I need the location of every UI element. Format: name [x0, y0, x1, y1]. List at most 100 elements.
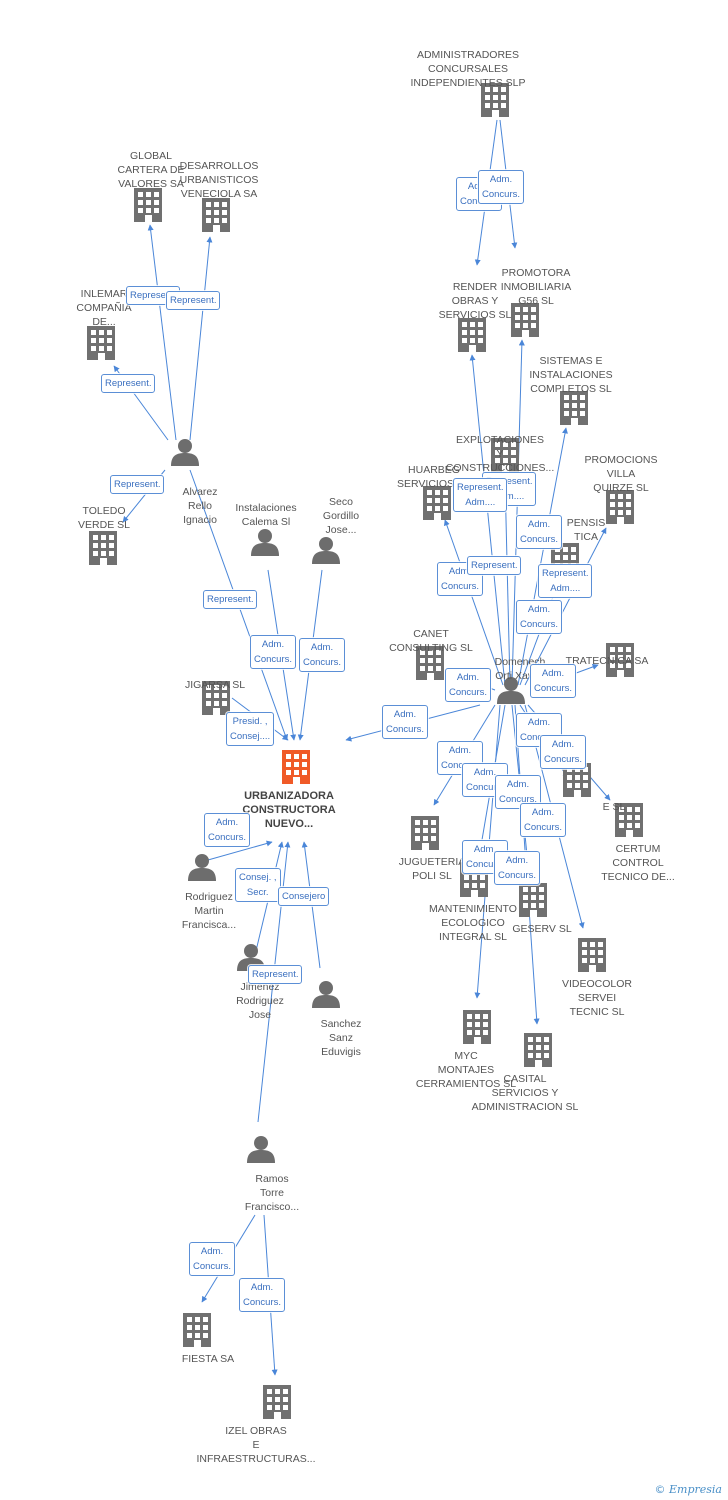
- relation-label-r2[interactable]: Adm. Concurs.: [478, 170, 525, 204]
- relation-label-r9[interactable]: Adm. Concurs.: [299, 638, 346, 672]
- node-global_cartera[interactable]: GLOBAL CARTERA DE VALORES SA: [86, 149, 216, 191]
- node-promotora[interactable]: PROMOTORA INMOBILIARIA G56 SL: [471, 266, 601, 308]
- building-icon-inlemar[interactable]: [87, 326, 115, 360]
- relation-label-r12[interactable]: Represent. Adm....: [453, 478, 508, 512]
- building-icon-fiesta[interactable]: [183, 1313, 211, 1347]
- node-casital[interactable]: CASITAL SERVICIOS Y ADMINISTRACION SL: [460, 1072, 590, 1114]
- relation-label-r19[interactable]: Adm. Concurs.: [530, 664, 577, 698]
- node-label-inlemar[interactable]: INLEMAR COMPAÑIA DE...: [76, 288, 132, 328]
- node-label-certum[interactable]: CERTUM CONTROL TECNICO DE...: [601, 843, 675, 883]
- relation-label-r31[interactable]: Consejero: [278, 887, 330, 906]
- node-label-pensis[interactable]: PENSIS TICA: [566, 517, 606, 543]
- node-alvarez[interactable]: Alvarez Rello Ignacio: [135, 485, 265, 527]
- building-icon-urbanizadora[interactable]: [282, 750, 310, 784]
- building-icon-izel[interactable]: [263, 1385, 291, 1419]
- node-urbanizadora[interactable]: URBANIZADORA CONSTRUCTORA NUEVO...: [224, 789, 354, 831]
- node-tratecnica[interactable]: TRATECNICA SA: [542, 654, 672, 668]
- relation-label-r18[interactable]: Adm. Concurs.: [445, 668, 492, 702]
- node-label-jimenez[interactable]: Jimenez Rodriguez Jose: [236, 981, 284, 1021]
- relation-label-r10[interactable]: Presid. , Consej....: [226, 712, 275, 746]
- node-label-seco_gordillo[interactable]: Seco Gordillo Jose...: [322, 496, 360, 536]
- relation-label-r33[interactable]: Adm. Concurs.: [189, 1242, 236, 1276]
- relation-label-r4[interactable]: Represent.: [166, 291, 221, 310]
- node-mantenimiento[interactable]: MANTENIMIENTO ECOLOGICO INTEGRAL SL: [408, 902, 538, 944]
- node-label-sanchez[interactable]: Sanchez Sanz Eduvigis: [320, 1018, 362, 1058]
- building-icon-myc[interactable]: [463, 1010, 491, 1044]
- node-label-explotaciones[interactable]: EXPLOTACIONES Y CONSTRUCCIONES...: [445, 434, 555, 474]
- node-ramos[interactable]: Ramos Torre Francisco...: [207, 1172, 337, 1214]
- node-jigarsa[interactable]: JIGARSA SL: [150, 678, 280, 692]
- node-label-toledo[interactable]: TOLEDO VERDE SL: [78, 505, 130, 531]
- person-icon-rodriguez_martin[interactable]: [188, 854, 216, 881]
- relation-label-r5[interactable]: Represent.: [101, 374, 156, 393]
- relation-label-r17[interactable]: Adm. Concurs.: [516, 600, 563, 634]
- relation-label-r34[interactable]: Adm. Concurs.: [239, 1278, 286, 1312]
- building-icon-toledo[interactable]: [89, 531, 117, 565]
- node-label-jigarsa[interactable]: JIGARSA SL: [184, 679, 246, 691]
- node-promociones_villa[interactable]: PROMOCIONS VILLA QUIRZE SL: [556, 453, 686, 495]
- building-icon-desarrollos[interactable]: [202, 198, 230, 232]
- node-desarrollos[interactable]: DESARROLLOS URBANISTICOS VENECIOLA SA: [154, 159, 284, 201]
- node-label-canet[interactable]: CANET CONSULTING SL: [389, 628, 473, 654]
- person-icon-seco_gordillo[interactable]: [312, 537, 340, 564]
- relation-label-r26[interactable]: Adm. Concurs.: [520, 803, 567, 837]
- building-icon-videocolor[interactable]: [578, 938, 606, 972]
- node-sanchez[interactable]: Sanchez Sanz Eduvigis: [276, 1017, 406, 1059]
- node-label-urbanizadora[interactable]: URBANIZADORA CONSTRUCTORA NUEVO...: [242, 790, 336, 830]
- node-label-geserv[interactable]: GESERV SL: [512, 923, 572, 935]
- person-icon-instalaciones_calema[interactable]: [251, 529, 279, 556]
- node-geserv[interactable]: GESERV SL: [477, 922, 607, 936]
- relation-label-r29[interactable]: Adm. Concurs.: [204, 813, 251, 847]
- node-videocolor[interactable]: VIDEOCOLOR SERVEI TECNIC SL: [532, 977, 662, 1019]
- node-label-mantenimiento[interactable]: MANTENIMIENTO ECOLOGICO INTEGRAL SL: [429, 903, 517, 943]
- node-explotaciones[interactable]: EXPLOTACIONES Y CONSTRUCCIONES...: [435, 433, 565, 475]
- node-jugueteria[interactable]: JUGUETERIA POLI SL: [367, 855, 497, 883]
- relation-label-r15[interactable]: Represent.: [467, 556, 522, 575]
- relation-label-r8[interactable]: Adm. Concurs.: [250, 635, 297, 669]
- node-label-global_cartera[interactable]: GLOBAL CARTERA DE VALORES SA: [117, 150, 185, 190]
- relation-label-r13[interactable]: Adm. Concurs.: [516, 515, 563, 549]
- building-icon-render_obras[interactable]: [458, 318, 486, 352]
- relation-label-r16[interactable]: Represent. Adm....: [538, 564, 593, 598]
- node-label-promociones_villa[interactable]: PROMOCIONS VILLA QUIRZE SL: [584, 454, 658, 494]
- building-icon-sistemas[interactable]: [560, 391, 588, 425]
- node-izel[interactable]: IZEL OBRAS E INFRAESTRUCTURAS...: [191, 1424, 321, 1466]
- node-label-casital[interactable]: CASITAL SERVICIOS Y ADMINISTRACION SL: [471, 1073, 579, 1113]
- node-label-render_obras[interactable]: RENDER OBRAS Y SERVICIOS SL: [438, 281, 512, 321]
- person-icon-ramos[interactable]: [247, 1136, 275, 1163]
- node-label-videocolor[interactable]: VIDEOCOLOR SERVEI TECNIC SL: [561, 978, 632, 1018]
- node-rodriguez_martin[interactable]: Rodriguez Martin Francisca...: [144, 890, 274, 932]
- node-label-fiesta[interactable]: FIESTA SA: [181, 1353, 235, 1365]
- node-admin_concursales[interactable]: ADMINISTRADORES CONCURSALES INDEPENDIENT…: [403, 48, 533, 90]
- node-label-izel[interactable]: IZEL OBRAS E INFRAESTRUCTURAS...: [196, 1425, 316, 1465]
- relation-label-r28[interactable]: Adm. Concurs.: [494, 851, 541, 885]
- building-icon-huarbeg[interactable]: [423, 486, 451, 520]
- node-render_obras[interactable]: RENDER OBRAS Y SERVICIOS SL: [410, 280, 540, 322]
- node-label-tratecnica[interactable]: TRATECNICA SA: [565, 655, 649, 667]
- relation-label-r32[interactable]: Represent.: [248, 965, 303, 984]
- relation-label-r20[interactable]: Adm. Concurs.: [382, 705, 429, 739]
- node-label-rodriguez_martin[interactable]: Rodriguez Martin Francisca...: [181, 891, 237, 931]
- node-certum[interactable]: CERTUM CONTROL TECNICO DE...: [573, 842, 703, 884]
- node-seco_gordillo[interactable]: Seco Gordillo Jose...: [276, 495, 406, 537]
- node-fiesta[interactable]: FIESTA SA: [143, 1352, 273, 1366]
- node-pensis[interactable]: PENSIS TICA: [521, 516, 651, 544]
- relation-label-r6[interactable]: Represent.: [110, 475, 165, 494]
- node-sistemas[interactable]: SISTEMAS E INSTALACIONES COMPLETOS SL: [506, 354, 636, 396]
- node-jimenez[interactable]: Jimenez Rodriguez Jose: [195, 980, 325, 1022]
- relation-label-r30[interactable]: Consej. , Secr.: [235, 868, 281, 902]
- relation-label-r7[interactable]: Represent.: [203, 590, 258, 609]
- relation-label-r22[interactable]: Adm. Concurs.: [437, 741, 484, 775]
- node-canet[interactable]: CANET CONSULTING SL: [366, 627, 496, 655]
- node-toledo[interactable]: TOLEDO VERDE SL: [39, 504, 169, 532]
- node-label-admin_concursales[interactable]: ADMINISTRADORES CONCURSALES INDEPENDIENT…: [410, 49, 526, 89]
- person-icon-alvarez[interactable]: [171, 439, 199, 466]
- node-myc[interactable]: MYC MONTAJES CERRAMIENTOS SL: [401, 1049, 531, 1091]
- building-icon-jugueteria[interactable]: [411, 816, 439, 850]
- node-inlemar[interactable]: INLEMAR COMPAÑIA DE...: [39, 287, 169, 329]
- node-label-jugueteria[interactable]: JUGUETERIA POLI SL: [398, 856, 466, 882]
- relation-label-r23[interactable]: Adm. Concurs.: [540, 735, 587, 769]
- node-label-hidden_sl[interactable]: E SL: [602, 801, 626, 813]
- node-instalaciones_calema[interactable]: Instalaciones Calema Sl: [201, 501, 331, 529]
- node-label-desarrollos[interactable]: DESARROLLOS URBANISTICOS VENECIOLA SA: [179, 160, 259, 200]
